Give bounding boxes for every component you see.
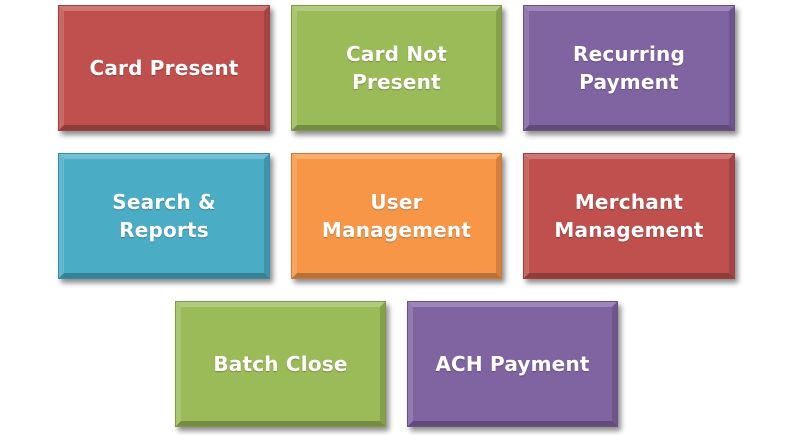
recurring-payment-label: Recurring Payment bbox=[573, 42, 685, 94]
merchant-management-tile[interactable]: Merchant Management bbox=[523, 153, 735, 279]
batch-close-label: Batch Close bbox=[213, 352, 348, 376]
ach-payment-label: ACH Payment bbox=[435, 352, 590, 376]
user-management-tile[interactable]: User Management bbox=[291, 153, 502, 279]
ach-payment-tile[interactable]: ACH Payment bbox=[407, 301, 618, 427]
search-reports-label: Search & Reports bbox=[112, 190, 216, 242]
card-present-tile[interactable]: Card Present bbox=[58, 5, 270, 131]
batch-close-tile[interactable]: Batch Close bbox=[175, 301, 386, 427]
card-not-present-label: Card Not Present bbox=[346, 42, 447, 94]
search-reports-tile[interactable]: Search & Reports bbox=[58, 153, 270, 279]
card-present-label: Card Present bbox=[89, 56, 239, 80]
merchant-management-label: Merchant Management bbox=[554, 190, 704, 242]
recurring-payment-tile[interactable]: Recurring Payment bbox=[523, 5, 735, 131]
user-management-label: User Management bbox=[321, 190, 472, 242]
card-not-present-tile[interactable]: Card Not Present bbox=[291, 5, 502, 131]
